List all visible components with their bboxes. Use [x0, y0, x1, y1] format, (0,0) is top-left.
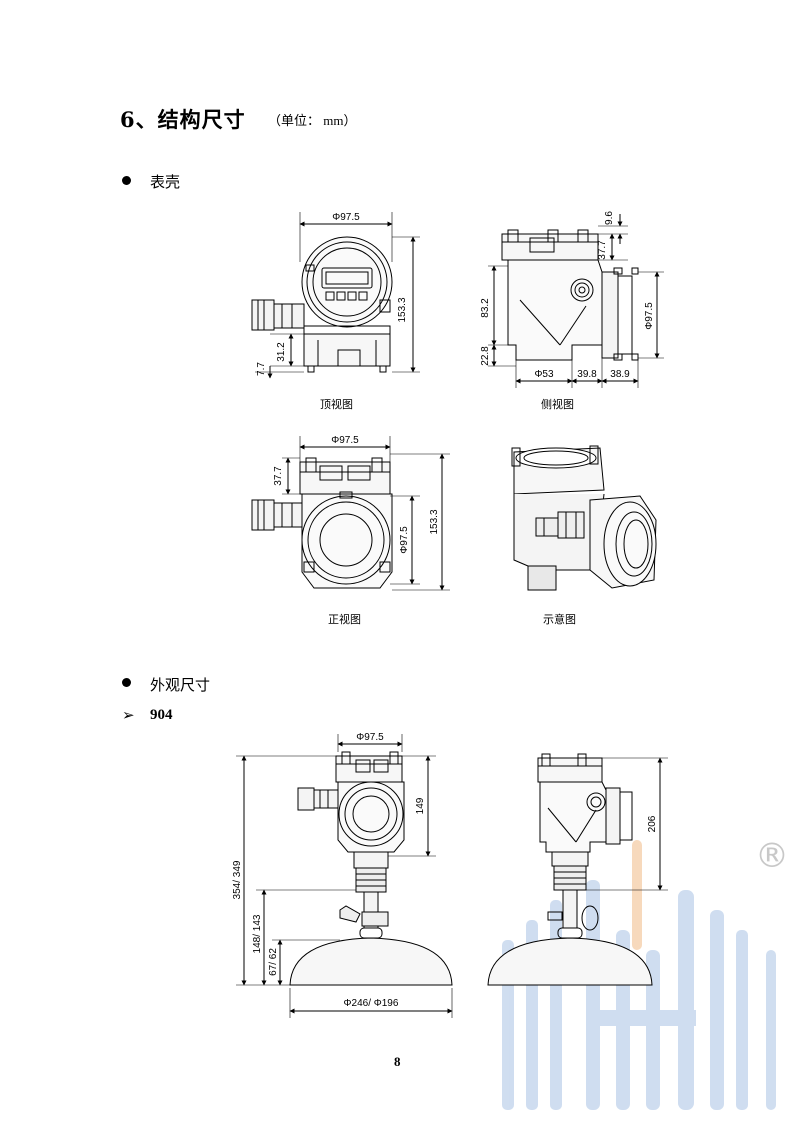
registered-mark-icon: ® — [755, 836, 789, 876]
model-904-drawings: Φ97.5 149 354/ 349 148/ 143 67/ 62 Φ246/… — [232, 732, 668, 1018]
m904-dim-mid: 148/ 143 — [252, 914, 263, 953]
m904-dim-total: 354/ 349 — [232, 860, 243, 899]
m904-side-dim-total: 206 — [647, 815, 658, 832]
side-dim-base: 22.8 — [480, 346, 491, 366]
top-dim-height: 153.3 — [397, 297, 408, 322]
side-dim-top: 9.6 — [604, 211, 615, 225]
appearance-heading: 外观尺寸 — [150, 676, 211, 694]
m904-dim-low: 67/ 62 — [268, 948, 279, 976]
page-number: 8 — [394, 1054, 401, 1069]
unit-note: （单位： mm） — [268, 113, 357, 128]
section-title: 6、结构尺寸 — [120, 107, 246, 132]
front-dim-cap: 37.7 — [273, 466, 284, 486]
side-dim-body: 83.2 — [480, 298, 491, 318]
caption-iso-view: 示意图 — [543, 613, 576, 626]
m904-dim-diameter: Φ97.5 — [356, 732, 384, 743]
caption-top-view: 顶视图 — [320, 398, 353, 411]
side-dim-cap: 37.7 — [597, 240, 608, 260]
front-dim-diameter: Φ97.5 — [331, 435, 359, 446]
housing-drawings: Φ97.5 153.3 31.2 7.7 9.6 37.7 83.2 22.8 … — [251, 211, 664, 591]
top-dim-mid: 31.2 — [276, 342, 287, 362]
front-dim-height: 153.3 — [429, 509, 440, 534]
top-view-drawing — [251, 212, 420, 379]
m904-dim-horn: Φ246/ Φ196 — [344, 998, 399, 1009]
bullet-dot-icon — [122, 176, 131, 185]
top-dim-bottom: 7.7 — [256, 362, 267, 376]
model-904-side-drawing — [487, 753, 668, 986]
caption-side-view: 侧视图 — [541, 398, 574, 411]
side-dim-w1: 39.8 — [577, 369, 597, 380]
front-dim-cover: Φ97.5 — [399, 526, 410, 554]
iso-view-drawing — [511, 445, 657, 591]
side-dim-neck: Φ53 — [534, 369, 554, 380]
arrow-bullet-icon: ➢ — [122, 706, 135, 724]
model-904-front-drawing — [236, 734, 453, 1018]
bullet-dot-icon — [122, 678, 131, 687]
side-view-drawing — [488, 214, 664, 388]
side-dim-w2: 38.9 — [610, 369, 630, 380]
m904-dim-head: 149 — [415, 797, 426, 814]
side-dim-cover: Φ97.5 — [644, 302, 655, 330]
housing-heading: 表壳 — [150, 173, 181, 191]
front-view-drawing — [251, 436, 450, 591]
caption-front-view: 正视图 — [328, 613, 361, 626]
model-number: 904 — [150, 707, 173, 723]
top-dim-diameter: Φ97.5 — [332, 212, 360, 223]
